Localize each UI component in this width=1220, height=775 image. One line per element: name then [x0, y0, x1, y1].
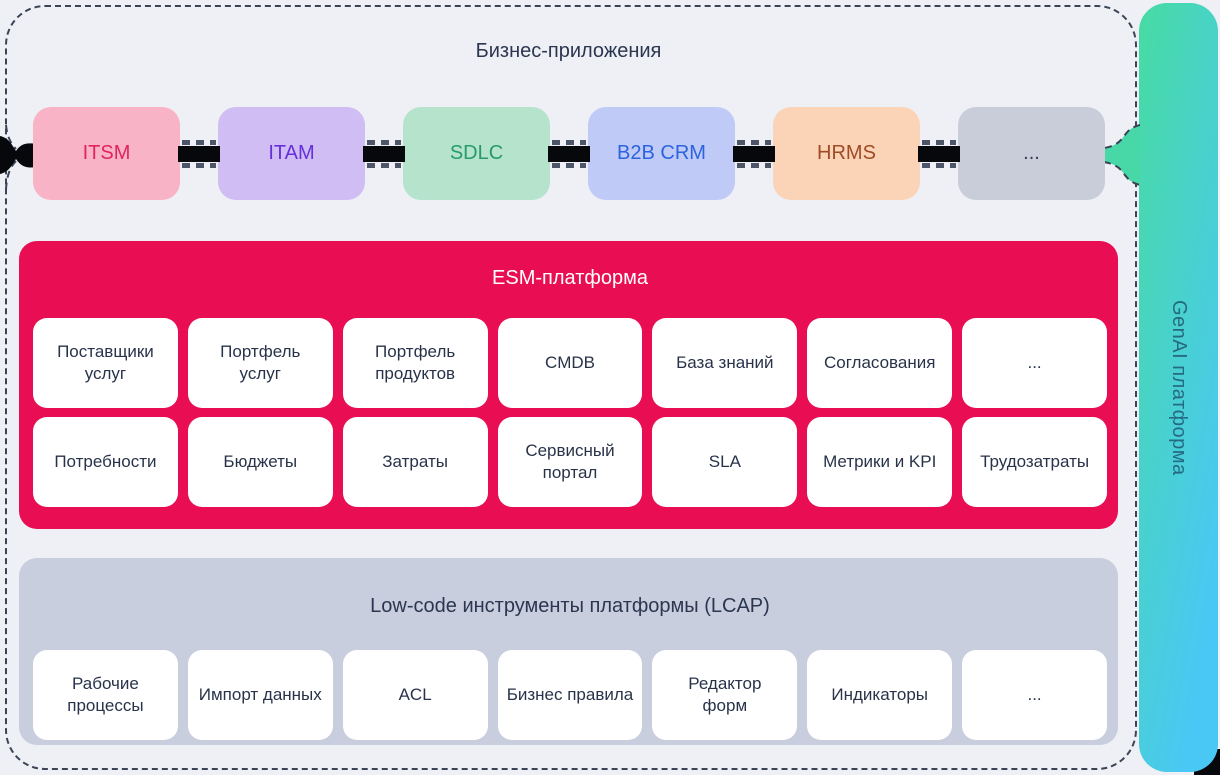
app-box-more: ...: [958, 107, 1105, 200]
esm-box-needs: Потребности: [33, 417, 178, 507]
chain-connector: [733, 139, 775, 168]
chain-connector-bar: [178, 145, 220, 162]
lcap-box-indicators: Индикаторы: [807, 650, 953, 740]
esm-box-more: ...: [962, 318, 1107, 408]
chain-connector-bar: [363, 145, 405, 162]
app-box-itsm: ITSM: [33, 107, 180, 200]
main-dashed-container: [5, 5, 1137, 770]
chain-connector: [918, 139, 960, 168]
esm-panel-title: ESM-платформа: [492, 267, 648, 289]
chain-connector: [178, 139, 220, 168]
lcap-box-form-editor: Редактор форм: [652, 650, 798, 740]
lcap-panel: Low-code инструменты платформы (LCAP) Ра…: [19, 558, 1118, 745]
business-apps-title: Бизнес-приложения: [475, 40, 662, 62]
genai-platform-label: GenAI платформа: [1168, 299, 1190, 476]
esm-box-cmdb: CMDB: [497, 318, 643, 408]
app-box-sdlc: SDLC: [403, 107, 550, 200]
left-connector-dashed-edge-bottom: [5, 160, 17, 190]
business-apps-row: ITSM ITAM SDLC B2B CRM HRMS ...: [33, 107, 1105, 200]
app-box-b2b-crm: B2B CRM: [588, 107, 735, 200]
chain-connector: [363, 139, 405, 168]
genai-platform-bar: GenAI платформа: [1139, 3, 1218, 772]
lcap-box-acl: ACL: [342, 650, 488, 740]
esm-box-metrics-kpi: Метрики и KPI: [807, 417, 953, 507]
lcap-box-data-import: Импорт данных: [187, 650, 333, 740]
lcap-box-more: ...: [962, 650, 1107, 740]
genai-tab-fill: [1104, 125, 1140, 185]
chain-connector-bar: [548, 145, 590, 162]
lcap-grid: Рабочие процессы Импорт данных ACL Бизне…: [33, 650, 1107, 740]
genai-tab-dashed-edge-bottom: [1103, 161, 1140, 186]
esm-box-product-portfolio: Портфель продуктов: [342, 318, 488, 408]
esm-box-budgets: Бюджеты: [187, 417, 333, 507]
lcap-panel-title: Low-code инструменты платформы (LCAP): [370, 595, 770, 617]
chain-connector: [548, 139, 590, 168]
genai-tab-dashed-edge-top: [1103, 124, 1140, 149]
esm-box-service-portal: Сервисный портал: [497, 417, 643, 507]
esm-box-costs: Затраты: [342, 417, 488, 507]
esm-grid: Поставщики услуг Портфель услуг Портфель…: [33, 318, 1107, 507]
esm-box-knowledge-base: База знаний: [652, 318, 798, 408]
lcap-box-workflows: Рабочие процессы: [33, 650, 178, 740]
left-connector-fill: [0, 136, 36, 174]
genai-connector-tab: [1103, 124, 1140, 186]
chain-connector-bar: [918, 145, 960, 162]
esm-box-approvals: Согласования: [807, 318, 953, 408]
esm-box-service-portfolio: Портфель услуг: [187, 318, 333, 408]
esm-box-labor-costs: Трудозатраты: [962, 417, 1107, 507]
app-box-itam: ITAM: [218, 107, 365, 200]
esm-panel: ESM-платформа Поставщики услуг Портфель …: [19, 241, 1118, 529]
lcap-box-business-rules: Бизнес правила: [497, 650, 643, 740]
esm-box-sla: SLA: [652, 417, 798, 507]
left-connector-shape: [0, 124, 36, 190]
app-box-hrms: HRMS: [773, 107, 920, 200]
esm-box-service-providers: Поставщики услуг: [33, 318, 178, 408]
left-connector-dashed-edge-top: [5, 124, 17, 150]
chain-connector-bar: [733, 145, 775, 162]
